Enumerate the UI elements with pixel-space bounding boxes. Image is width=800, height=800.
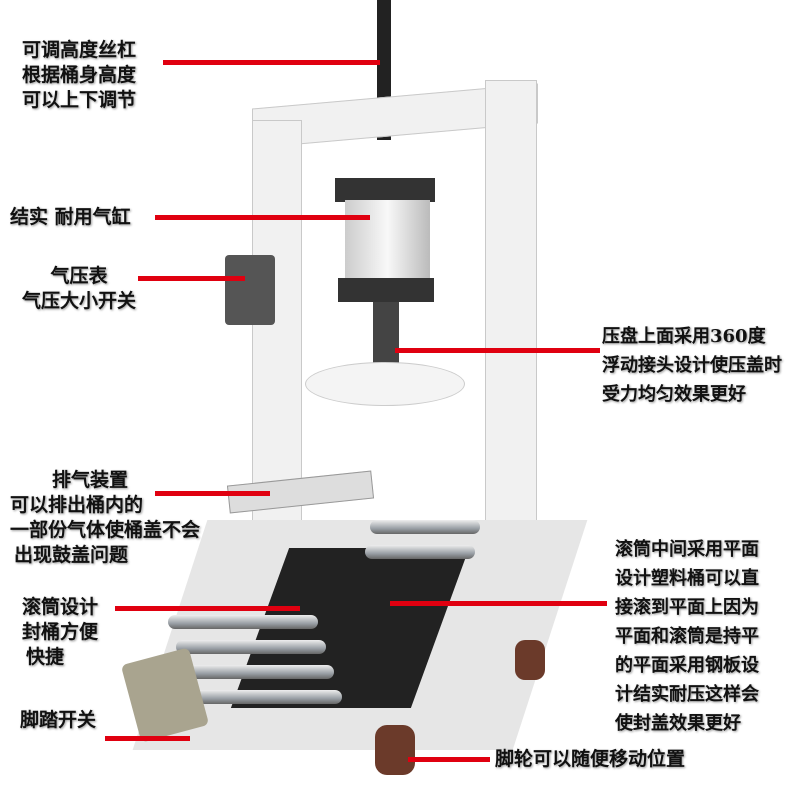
callout-roller: 滚筒设计 封桶方便 快捷 bbox=[22, 595, 98, 670]
cylinder-bottom bbox=[338, 278, 434, 302]
cylinder-top bbox=[335, 178, 435, 202]
text-line: 计结实耐压这样会 bbox=[615, 684, 759, 705]
text-line: 可以上下调节 bbox=[22, 89, 137, 111]
roller bbox=[176, 640, 326, 654]
text-line: 使封盖效果更好 bbox=[615, 713, 741, 734]
text-line: 脚轮可以随便移动位置 bbox=[495, 748, 686, 770]
floating-joint bbox=[373, 302, 399, 372]
text-line: 滚筒设计 bbox=[22, 596, 99, 618]
text-line: 快捷 bbox=[26, 646, 65, 668]
text-line: 封桶方便 bbox=[22, 621, 99, 643]
text-line: 平面和滚筒是持平 bbox=[615, 626, 759, 647]
text-line: 根据桶身高度 bbox=[22, 64, 137, 86]
callout-line-pressure-gauge bbox=[138, 276, 245, 281]
callout-line-lead-screw bbox=[163, 60, 380, 65]
pressure-regulator bbox=[225, 255, 275, 325]
text-line: 结实 耐用气缸 bbox=[10, 206, 131, 228]
text-line: 出现鼓盖问题 bbox=[14, 544, 129, 566]
air-cylinder bbox=[345, 200, 430, 280]
callout-line-pressure-plate bbox=[395, 348, 600, 353]
text-line: 受力均匀效果更好 bbox=[602, 384, 746, 405]
text-line: 脚踏开关 bbox=[20, 709, 97, 731]
roller bbox=[192, 690, 342, 704]
text-line: 设计塑料桶可以直 bbox=[615, 568, 759, 589]
frame-right-pillar bbox=[485, 80, 537, 580]
pressure-plate bbox=[305, 362, 465, 406]
callout-line-foot-switch bbox=[105, 736, 190, 741]
callout-pressure-gauge: 气压表 气压大小开关 bbox=[22, 264, 136, 314]
text-line: 一部份气体使桶盖不会 bbox=[10, 519, 201, 541]
text-line: 气压大小开关 bbox=[22, 290, 137, 312]
roller bbox=[168, 615, 318, 629]
callout-flat-plate: 滚筒中间采用平面 设计塑料桶可以直 接滚到平面上因为 平面和滚筒是持平 的平面采… bbox=[615, 535, 759, 738]
text-line: 浮动接头设计使压盖时 bbox=[602, 355, 782, 376]
callout-line-flat-plate bbox=[390, 601, 607, 606]
caster-wheel bbox=[375, 725, 415, 775]
text-line: 压盘上面采用360度 bbox=[602, 326, 766, 347]
roller bbox=[370, 520, 480, 534]
callout-caster: 脚轮可以随便移动位置 bbox=[495, 747, 685, 772]
roller bbox=[184, 665, 334, 679]
callout-cylinder: 结实 耐用气缸 bbox=[10, 205, 131, 230]
text-line: 可以排出桶内的 bbox=[10, 494, 144, 516]
text-line: 排气装置 bbox=[52, 469, 129, 491]
text-line: 的平面采用钢板设 bbox=[615, 655, 759, 676]
callout-line-roller bbox=[115, 606, 300, 611]
callout-lead-screw: 可调高度丝杠 根据桶身高度 可以上下调节 bbox=[22, 38, 136, 113]
caster-wheel bbox=[515, 640, 545, 680]
text-line: 滚筒中间采用平面 bbox=[615, 539, 759, 560]
callout-line-caster bbox=[408, 757, 490, 762]
text-line: 可调高度丝杠 bbox=[22, 39, 137, 61]
callout-foot-switch: 脚踏开关 bbox=[20, 708, 96, 733]
text-line: 接滚到平面上因为 bbox=[615, 597, 759, 618]
callout-line-exhaust bbox=[155, 491, 270, 496]
roller bbox=[365, 545, 475, 559]
text-line: 气压表 bbox=[50, 265, 108, 287]
callout-exhaust: 排气装置 可以排出桶内的 一部份气体使桶盖不会 出现鼓盖问题 bbox=[10, 468, 200, 568]
callout-pressure-plate: 压盘上面采用360度 浮动接头设计使压盖时 受力均匀效果更好 bbox=[602, 322, 782, 409]
callout-line-cylinder bbox=[155, 215, 370, 220]
